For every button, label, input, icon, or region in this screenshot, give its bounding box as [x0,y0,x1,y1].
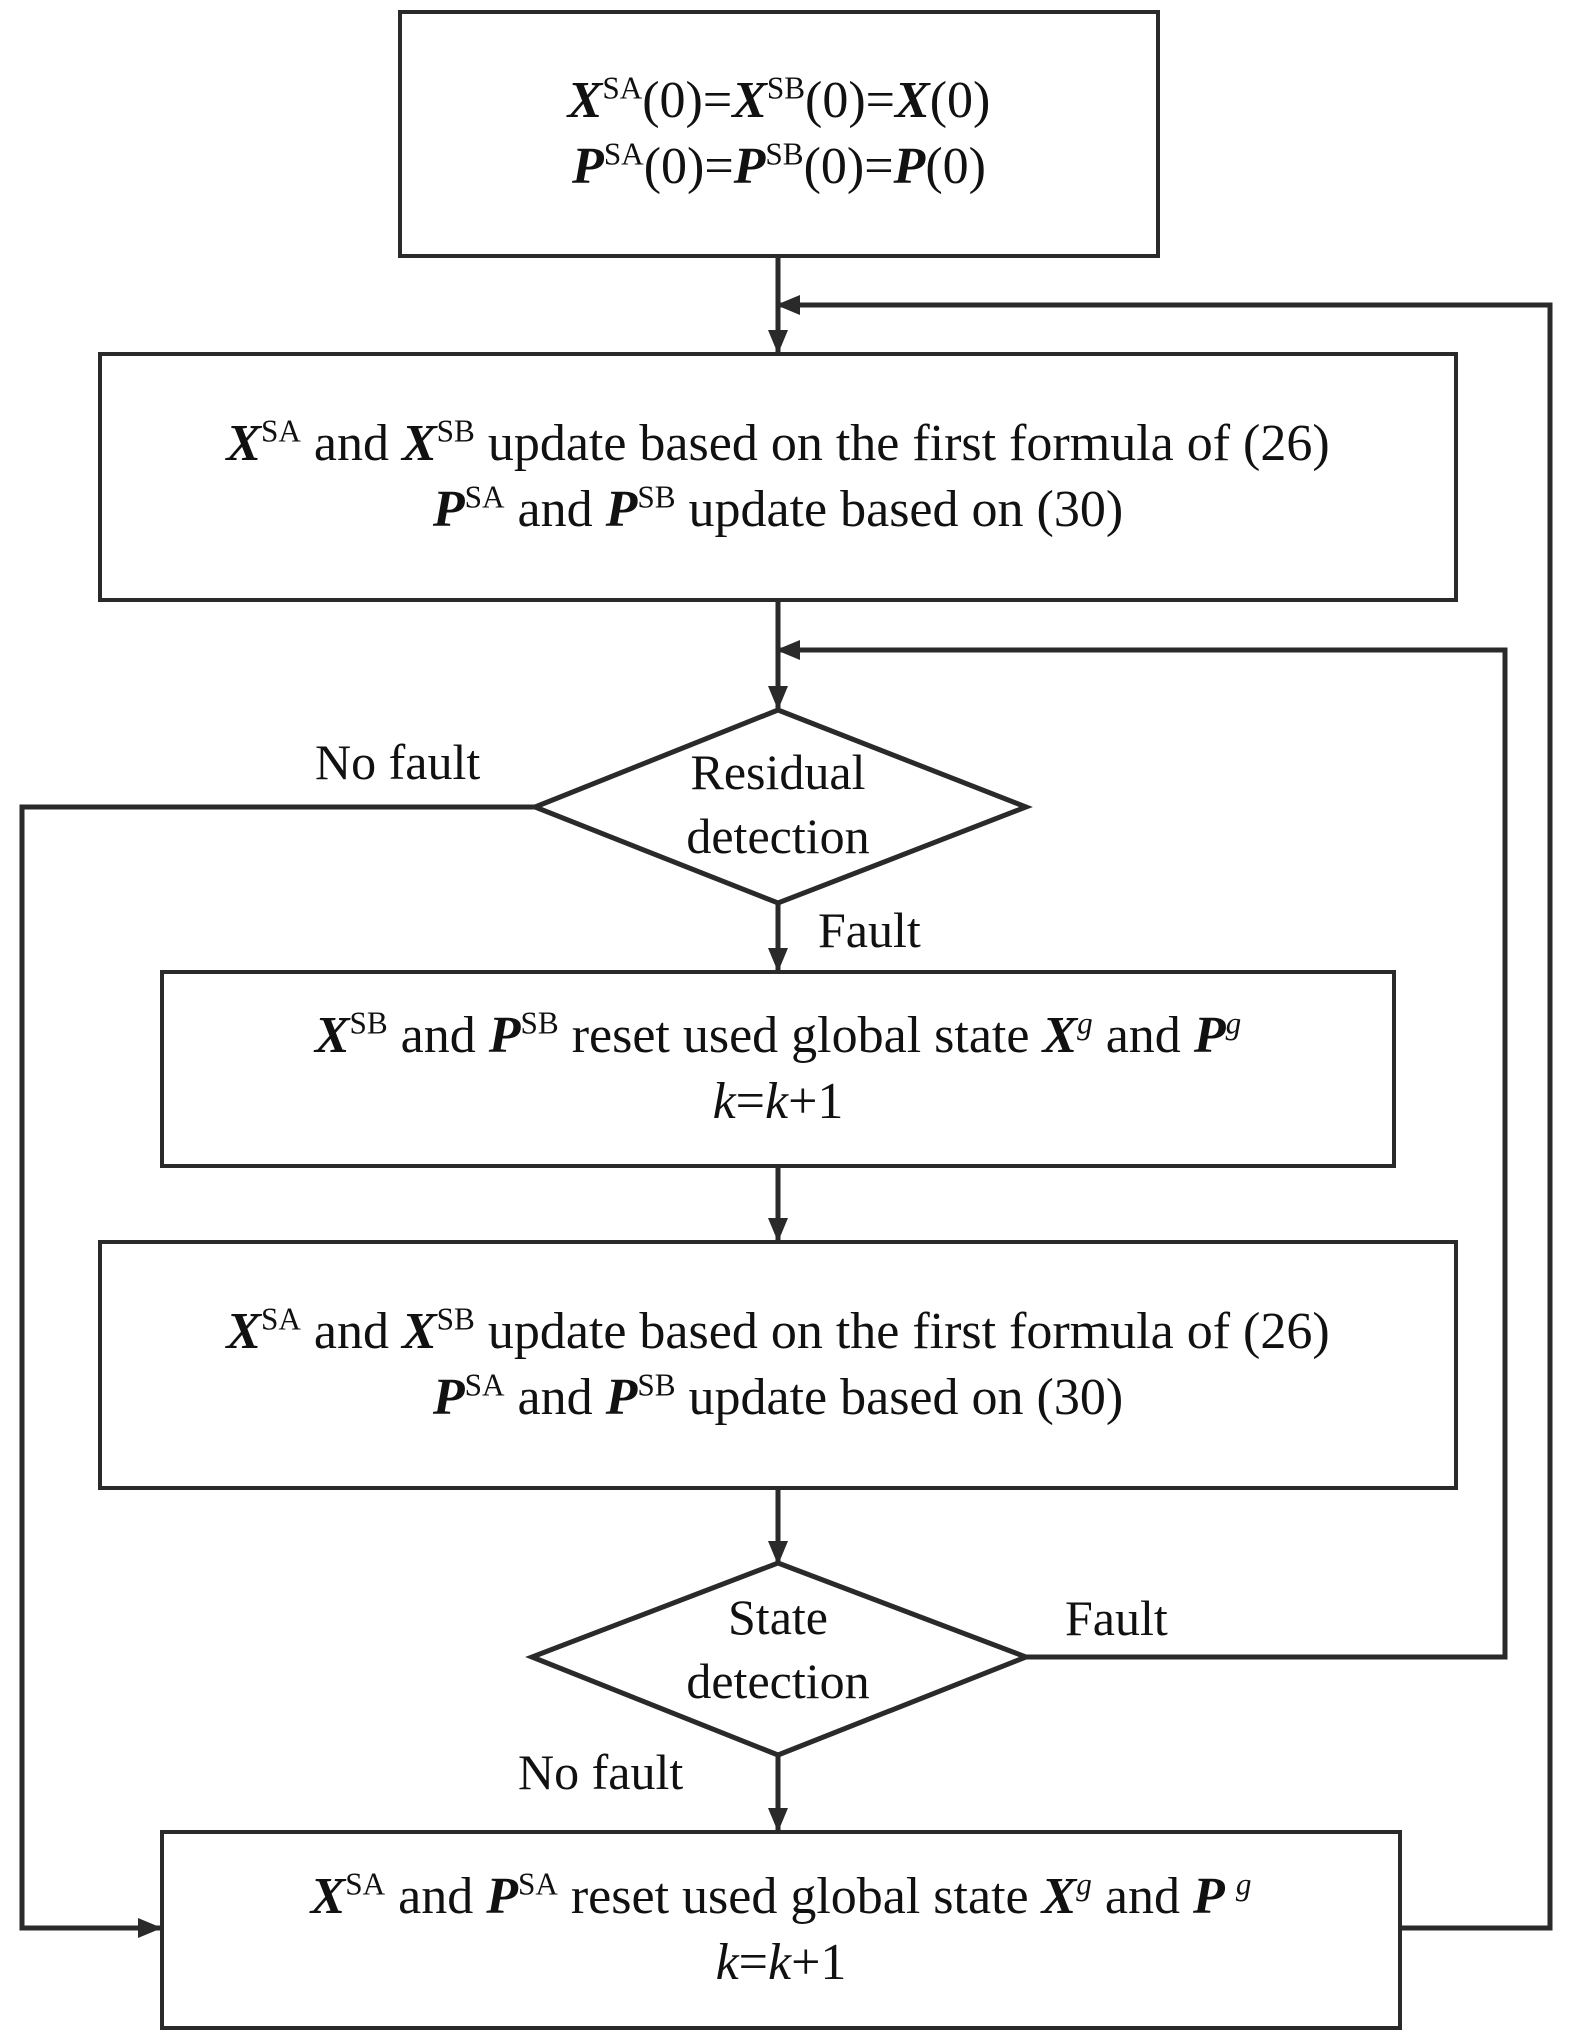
fault-label-residual: Fault [818,902,921,958]
state-detection-label: State detection [686,1589,870,1709]
init-box: XSA(0)=XSB(0)=X(0) PSA(0)=PSB(0)=P(0) [398,10,1160,258]
residual-detection-label: Residual detection [686,744,870,864]
reset-sa-line-2: k=k+1 [715,1934,847,1991]
update-line-p: PSA and PSB update based on (30) [432,479,1124,538]
update2-line-x: XSA and XSB update based on the first fo… [226,1301,1330,1360]
update-line-x: XSA and XSB update based on the first fo… [226,413,1330,472]
reset-sa-box: XSA and PSA reset used global state Xg a… [160,1830,1402,2030]
init-line-x: XSA(0)=XSB(0)=X(0) [567,70,991,129]
fault-label-state: Fault [1065,1590,1168,1646]
no-fault-label-state: No fault [518,1744,684,1800]
arrow-residual-no-fault [19,804,535,1938]
residual-detection-diamond [528,707,1033,906]
arrow-loop-back-top [776,295,1553,1931]
arrow-state-fault-loop [776,640,1508,1660]
reset-sa-line-1: XSA and PSA reset used global state Xg a… [310,1866,1252,1925]
init-line-p: PSA(0)=PSB(0)=P(0) [572,136,986,195]
update2-line-p: PSA and PSB update based on (30) [432,1367,1124,1426]
update-box-1: XSA and XSB update based on the first fo… [98,352,1458,602]
reset-sb-line-1: XSB and PSB reset used global state Xg a… [314,1005,1242,1064]
reset-sb-box: XSB and PSB reset used global state Xg a… [160,970,1396,1168]
state-detection-diamond [525,1560,1033,1758]
update-box-2: XSA and XSB update based on the first fo… [98,1240,1458,1490]
reset-sb-line-2: k=k+1 [712,1073,844,1130]
no-fault-label-residual: No fault [315,734,481,790]
